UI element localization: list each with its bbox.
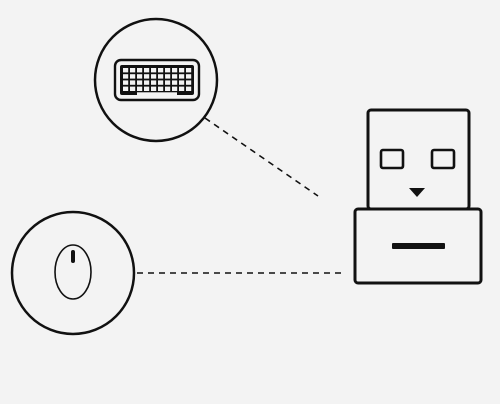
keyboard-key — [165, 74, 171, 79]
keyboard-key — [165, 68, 171, 73]
keyboard-key — [130, 74, 136, 79]
keyboard-key — [179, 86, 185, 91]
keyboard-key — [179, 80, 185, 85]
keyboard-connection-line — [204, 117, 319, 197]
keyboard-key — [137, 86, 143, 91]
keyboard-key — [158, 80, 164, 85]
keyboard-key — [144, 68, 150, 73]
mouse-scroll-wheel — [71, 250, 75, 263]
keyboard-key — [144, 80, 150, 85]
keyboard-key — [172, 80, 178, 85]
usb-smile — [409, 188, 425, 197]
usb-right-eye — [430, 148, 456, 170]
keyboard-key — [130, 80, 136, 85]
keyboard-key — [137, 80, 143, 85]
keyboard-key — [158, 86, 164, 91]
keyboard-key — [186, 68, 192, 73]
keyboard-key — [151, 74, 157, 79]
keyboard-key — [130, 68, 136, 73]
mouse-icon — [54, 244, 92, 300]
keyboard-key — [172, 68, 178, 73]
keyboard-key — [151, 80, 157, 85]
keyboard-key — [158, 68, 164, 73]
keyboard-key — [165, 86, 171, 91]
keyboard-icon — [113, 58, 201, 102]
keyboard-node — [93, 17, 219, 143]
keyboard-key — [172, 74, 178, 79]
keyboard-spacebar — [137, 92, 177, 96]
keyboard-key — [137, 68, 143, 73]
keyboard-key — [144, 86, 150, 91]
usb-body-slot — [392, 243, 445, 249]
usb-receiver-node — [353, 108, 483, 285]
keyboard-key — [172, 86, 178, 91]
keyboard-key — [165, 80, 171, 85]
keyboard-key — [186, 74, 192, 79]
keyboard-key — [123, 80, 129, 85]
keyboard-key — [179, 74, 185, 79]
keyboard-key — [151, 86, 157, 91]
keyboard-key — [123, 86, 129, 91]
keyboard-key — [179, 68, 185, 73]
keyboard-key — [186, 86, 192, 91]
keyboard-key — [186, 80, 192, 85]
keyboard-key — [123, 68, 129, 73]
keyboard-key — [151, 68, 157, 73]
usb-left-eye — [379, 148, 405, 170]
usb-receiver-icon — [353, 108, 483, 285]
keyboard-key — [123, 74, 129, 79]
mouse-node — [10, 210, 136, 336]
mouse-circle — [10, 210, 136, 336]
keyboard-key — [158, 74, 164, 79]
keyboard-key — [144, 74, 150, 79]
keyboard-key — [130, 86, 136, 91]
keyboard-key — [137, 74, 143, 79]
